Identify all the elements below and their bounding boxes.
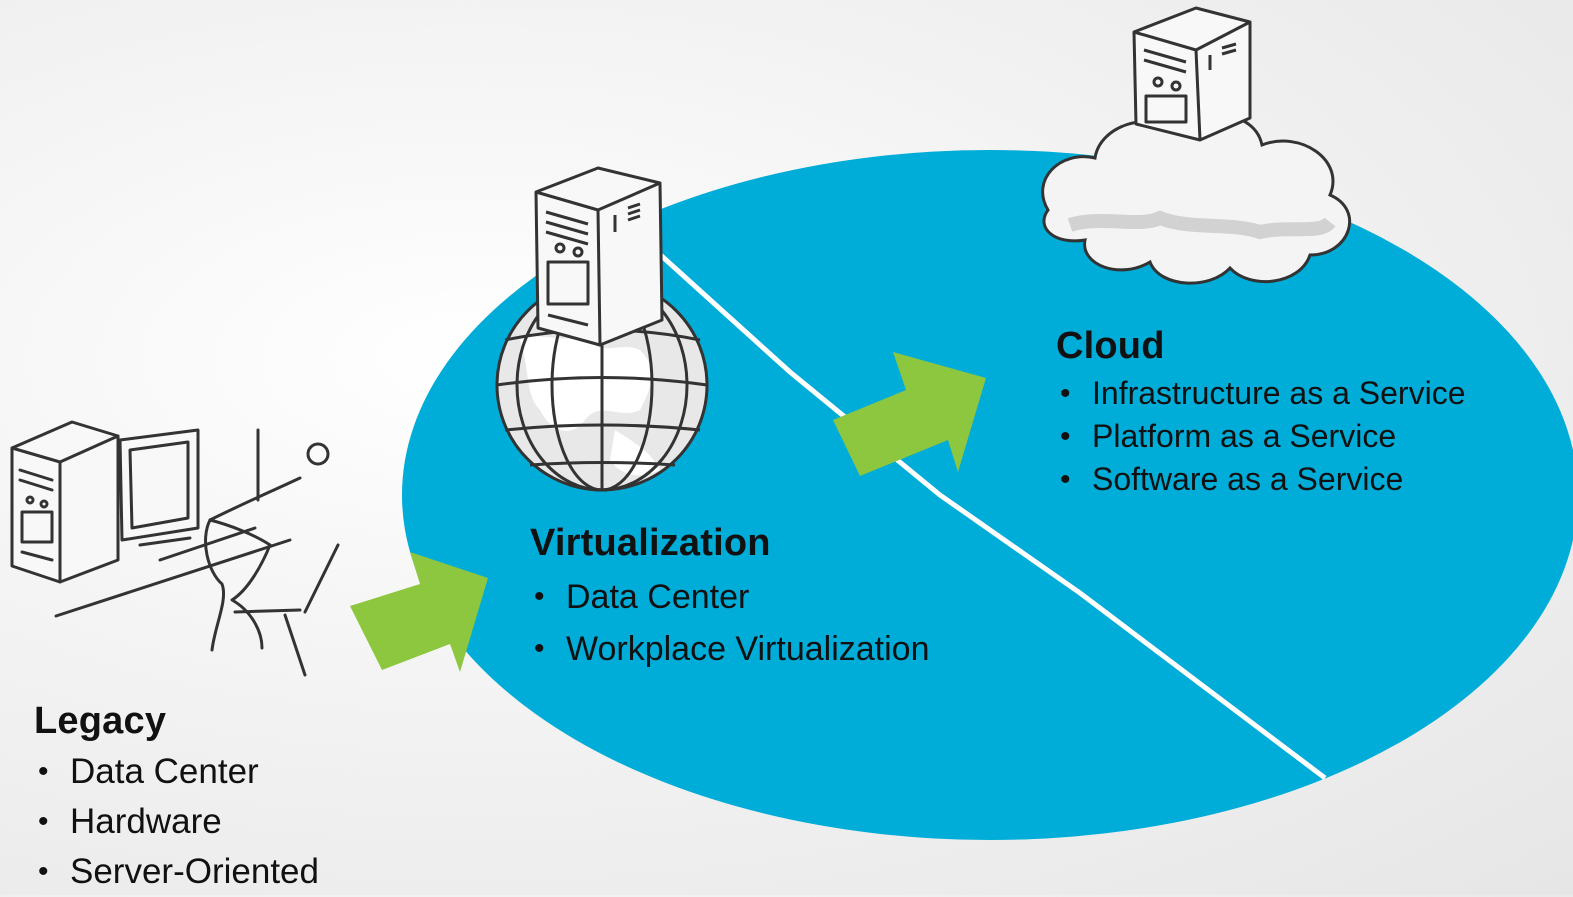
cloud-title: Cloud	[1056, 325, 1165, 367]
arrow-right-icon	[833, 352, 986, 476]
list-item: Data Center	[530, 571, 929, 623]
divider-line	[653, 248, 1327, 780]
legacy-workstation-icon	[10, 420, 340, 677]
arrow-right-icon	[350, 552, 488, 672]
virtualization-title: Virtualization	[530, 522, 771, 564]
cloud-icon	[1041, 113, 1352, 285]
legacy-section: Legacy Data Center Hardware Server-Orien…	[34, 700, 319, 897]
legacy-title: Legacy	[34, 700, 167, 742]
virtualization-section: Virtualization Data Center Workplace Vir…	[530, 522, 929, 675]
list-item: Server-Oriented	[34, 847, 319, 897]
list-item: Platform as a Service	[1056, 415, 1465, 458]
server-icon	[1132, 6, 1252, 142]
list-item: Workplace Virtualization	[530, 623, 929, 675]
list-item: Software as a Service	[1056, 458, 1465, 501]
cloud-section: Cloud Infrastructure as a Service Platfo…	[1056, 325, 1465, 501]
virtualization-list: Data Center Workplace Virtualization	[530, 571, 929, 675]
list-item: Hardware	[34, 797, 319, 847]
list-item: Infrastructure as a Service	[1056, 372, 1465, 415]
legacy-list: Data Center Hardware Server-Oriented	[34, 747, 319, 897]
list-item: Data Center	[34, 747, 319, 797]
cloud-list: Infrastructure as a Service Platform as …	[1056, 372, 1465, 501]
server-icon	[534, 166, 664, 347]
